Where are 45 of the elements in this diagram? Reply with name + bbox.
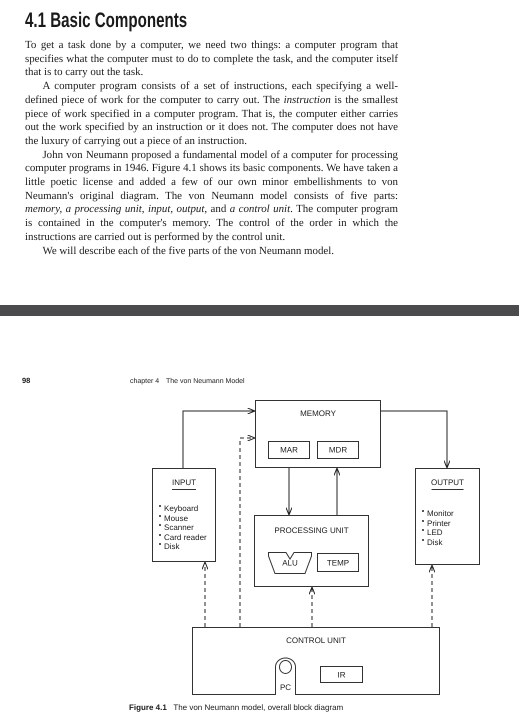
list-item: Scanner: [164, 523, 194, 533]
control-unit-block: [192, 627, 440, 695]
list-item: Disk: [427, 538, 443, 548]
block-title: PC: [278, 683, 292, 692]
data-flow-arrow: [182, 408, 256, 468]
data-flow-arrow: [286, 468, 292, 516]
input-block: [152, 468, 216, 562]
block-title: CONTROL UNIT: [285, 636, 347, 645]
register-box: [268, 441, 310, 459]
block-title: INPUT: [172, 478, 196, 490]
pc-finger-shape: [275, 658, 296, 695]
processing-unit-block: [254, 515, 369, 587]
figure-caption: Figure 4.1 The von Neumann model, overall block diagram: [129, 703, 344, 712]
list-item: Card reader: [164, 532, 207, 542]
block-title: ALU: [281, 558, 299, 568]
list-item: Disk: [164, 542, 180, 552]
block-title: OUTPUT: [431, 478, 464, 490]
register-box: [320, 666, 363, 683]
alu-shape: [268, 552, 312, 574]
data-flow-arrow: [380, 410, 450, 468]
block-title: MAR: [279, 446, 299, 454]
output-block: [415, 468, 480, 565]
list-item: Mouse: [164, 514, 188, 524]
block-title: IR: [336, 670, 346, 679]
memory-block: [255, 400, 381, 468]
paragraph: We will describe each of the five parts of the von Neumann model.: [41, 244, 335, 258]
block-title: MEMORY: [299, 409, 337, 418]
list-item: LED: [427, 528, 443, 538]
dashed-control-arrow: [202, 562, 208, 628]
list-item: Printer: [427, 518, 451, 528]
paragraph: John von Neumann proposed a fundamental model of a computer for processing computer programs in 1946. Figure 4.1 shows its basic components. We have taken a little poetic license and added a few of our own minor embellishments to von Neumann's original diagram. The von Neumann model consists of five parts: memory, a processing unit, input, output, and a control unit. The computer program is contained in the computer's memory. The control of the order in which the instructions are carried out is performed by the control unit.: [25, 148, 398, 245]
paragraph: To get a task done by a computer, we need two things: a computer program that specifies what the computer must to do to complete the task, and the computer itself that is to carry out the task.: [25, 39, 398, 80]
list-item: Keyboard: [164, 504, 198, 514]
paragraph: A computer program consists of a set of instructions, each specifying a well-defined piece of work for the computer to carry out. The instruction is the smallest piece of work specified in a computer program. That is, the computer either carries out the work specified by an instruction or it does not. The computer does not have the luxury of carrying out a piece of an instruction.: [25, 80, 398, 149]
section-heading: 4.1 Basic Components: [25, 9, 188, 33]
block-title: TEMP: [326, 558, 350, 567]
dashed-control-arrow: [240, 434, 256, 628]
dashed-control-arrow: [308, 586, 316, 628]
dashed-control-arrow: [428, 564, 436, 628]
list-item: Monitor: [427, 509, 454, 519]
block-title: PROCESSING UNIT: [273, 526, 350, 535]
register-box: [317, 441, 359, 459]
block-title: MDR: [328, 446, 348, 454]
data-flow-arrow: [334, 468, 340, 516]
register-box: [317, 553, 359, 572]
